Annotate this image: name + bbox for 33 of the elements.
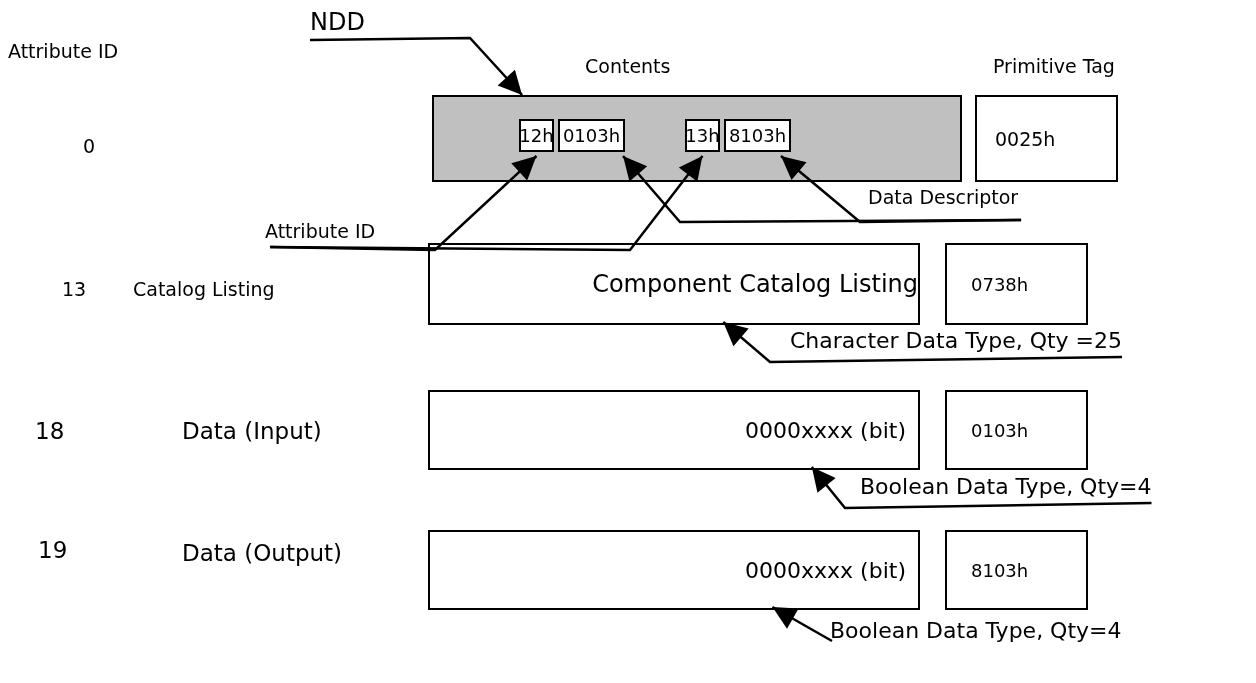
heading: Contents <box>585 55 671 77</box>
value-box: 12h <box>519 119 554 152</box>
field-box: Component Catalog Listing <box>428 243 920 325</box>
leader-line <box>270 155 704 252</box>
row-number: 18 <box>35 418 65 444</box>
row-label: Data (Input) <box>182 418 322 444</box>
callout-text: Boolean Data Type, Qty=4 <box>860 474 1152 499</box>
field-box: 0000xxxx (bit) <box>428 390 920 470</box>
value-box: 8103h <box>724 119 791 152</box>
column-heading: Attribute ID <box>8 40 119 62</box>
leader-line <box>310 36 524 96</box>
leader-line <box>722 321 1122 364</box>
callout-text: Attribute ID <box>265 220 376 242</box>
heading: Primitive Tag <box>993 55 1115 77</box>
row-label: Catalog Listing <box>133 278 275 300</box>
value-box: 0103h <box>558 119 625 152</box>
row-number: 19 <box>38 537 68 563</box>
tag-box: 8103h <box>945 530 1088 610</box>
callout-text: NDD <box>310 8 365 36</box>
leader-line <box>810 466 1152 510</box>
tag-box: 0738h <box>945 243 1088 325</box>
value-box: 13h <box>685 119 720 152</box>
field-box: 0000xxxx (bit) <box>428 530 920 610</box>
tag-box: 0103h <box>945 390 1088 470</box>
row-label: Data (Output) <box>182 540 343 566</box>
callout-text: Character Data Type, Qty =25 <box>790 328 1123 353</box>
tag-box: 0025h <box>975 95 1118 182</box>
row-number: 0 <box>83 135 96 157</box>
callout-text: Boolean Data Type, Qty=4 <box>830 618 1122 643</box>
leader-line <box>771 605 833 643</box>
leader-line <box>780 155 1022 224</box>
callout-text: Data Descriptor <box>868 186 1019 208</box>
row-number: 13 <box>62 278 87 300</box>
